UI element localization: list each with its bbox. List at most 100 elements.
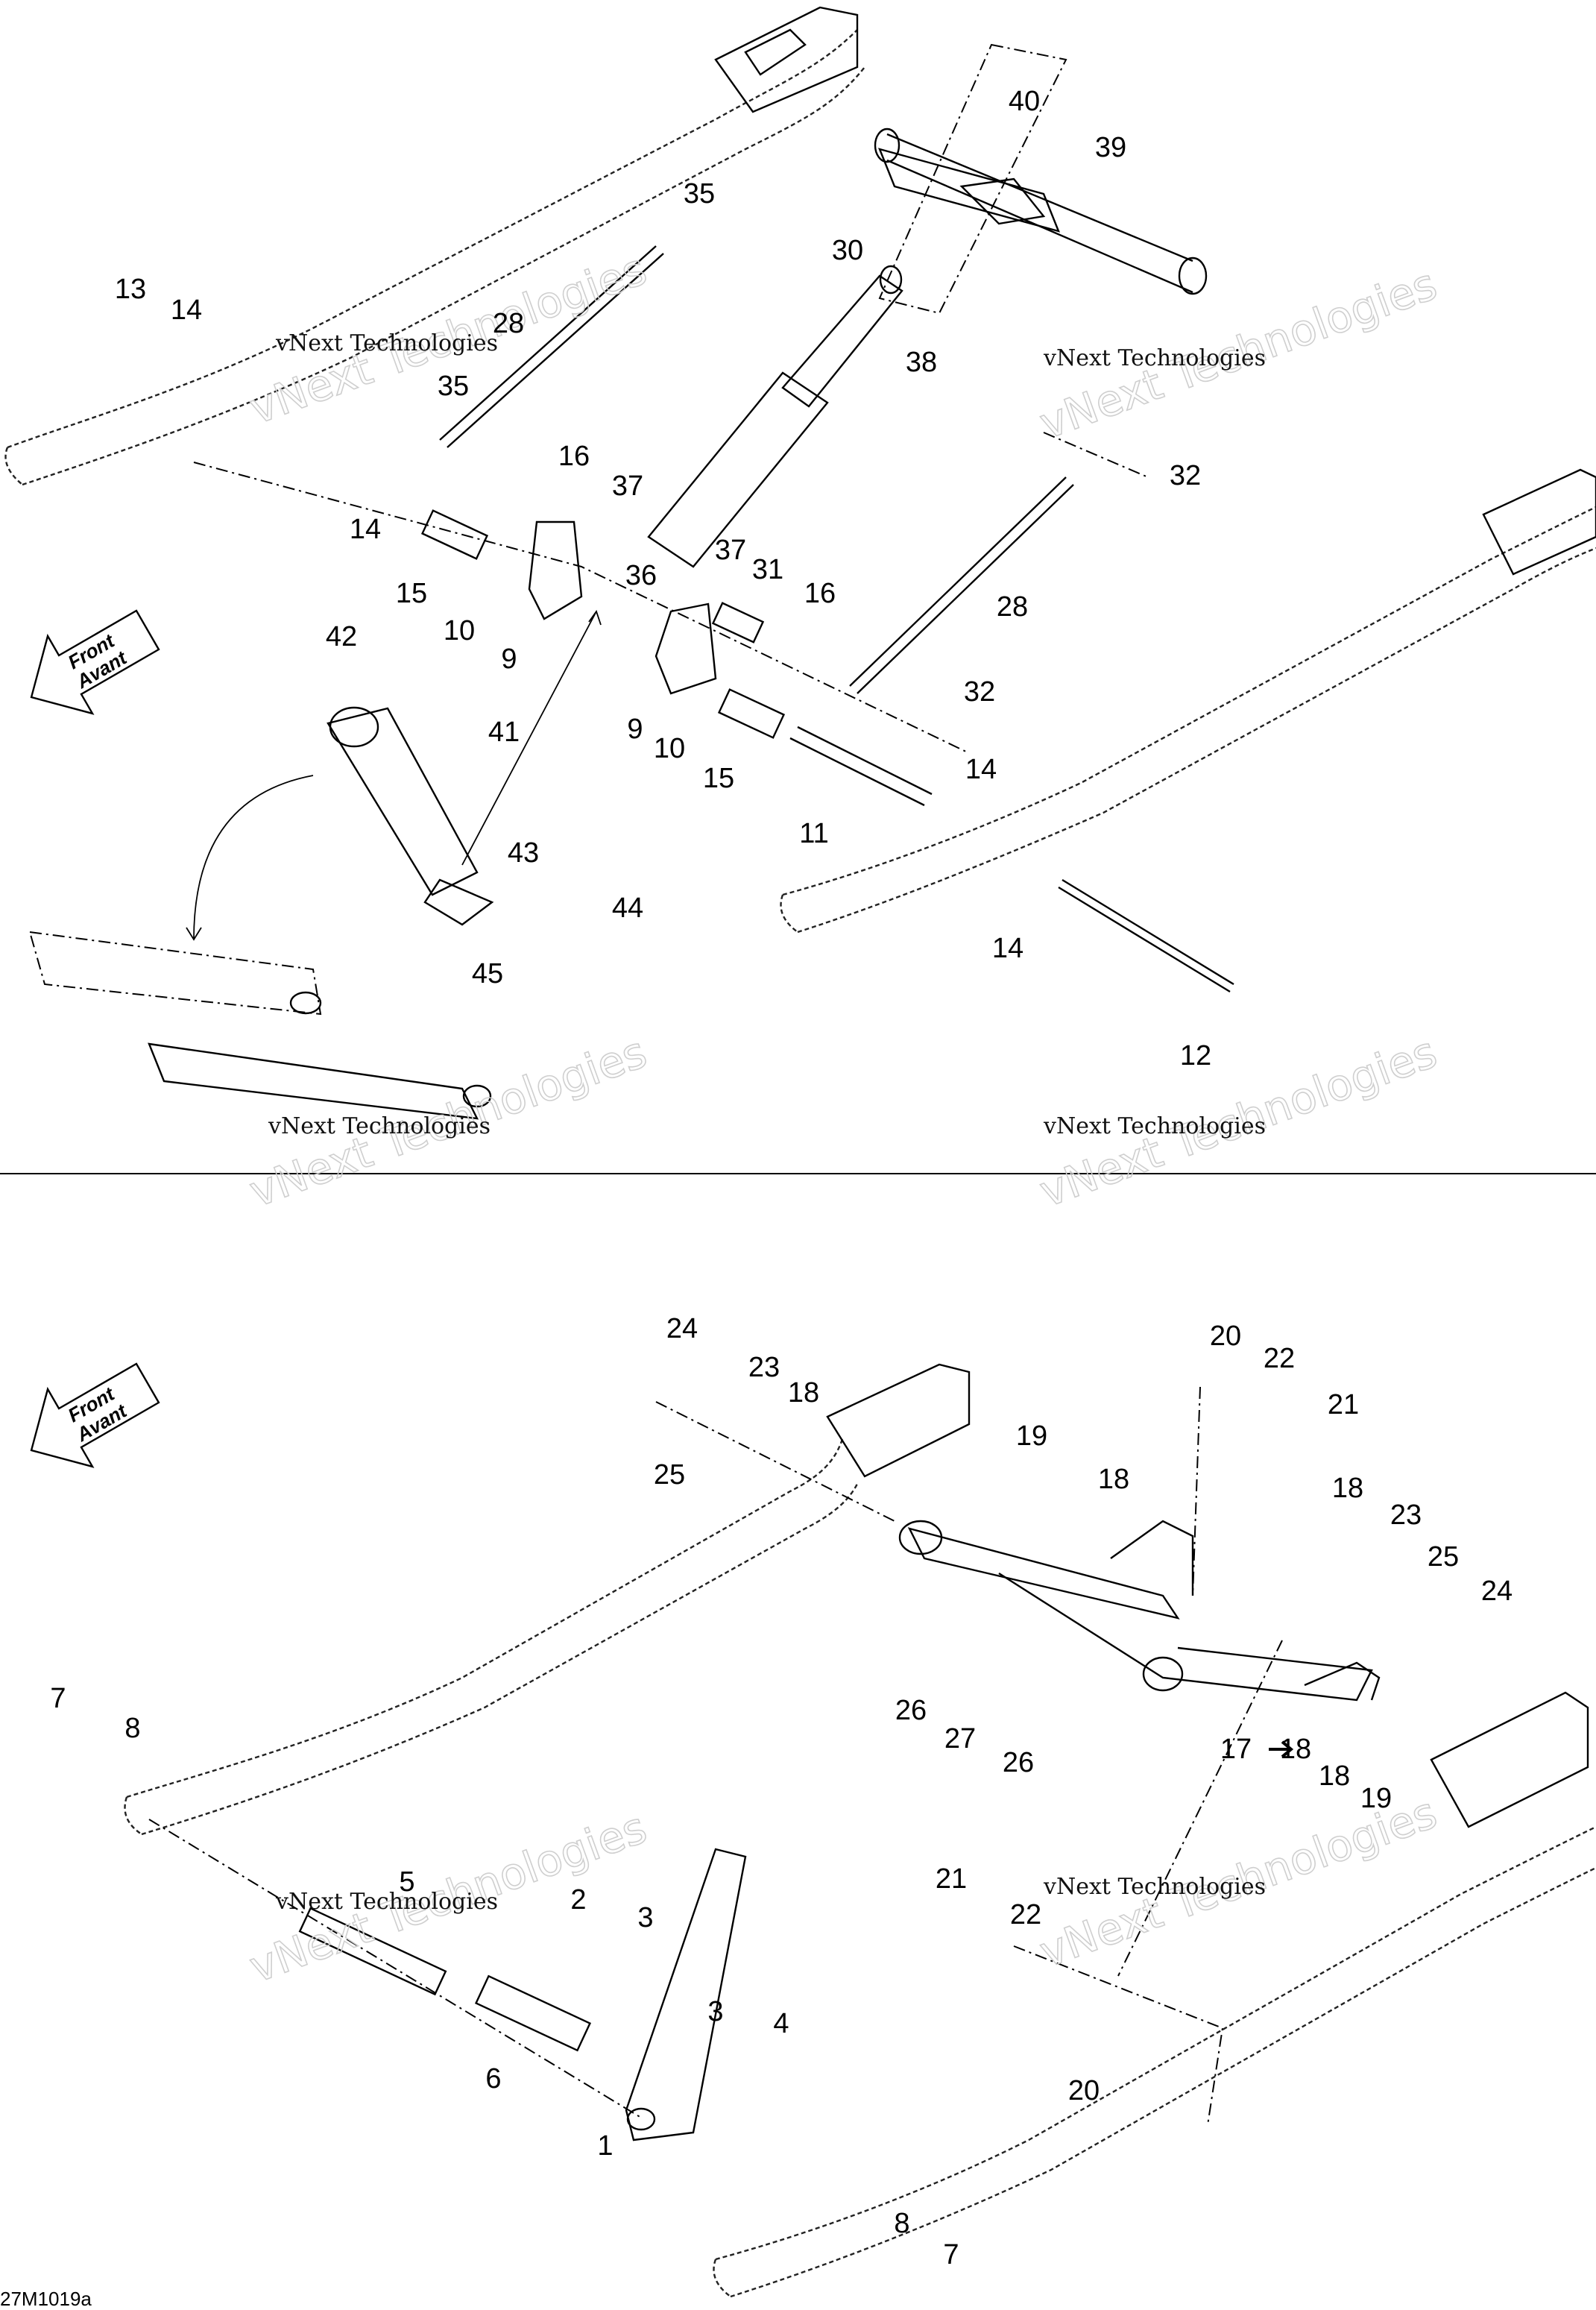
- right-rail-top: [780, 468, 1596, 934]
- callout-17: 17: [1220, 1734, 1252, 1765]
- callout-1: 1: [597, 2130, 613, 2162]
- leader-front-arrow: [461, 610, 602, 866]
- callout-32: 32: [964, 676, 995, 708]
- callout-15: 15: [703, 763, 734, 794]
- watermarks: vNext Technologies vNext Technologies vN…: [242, 243, 1444, 1993]
- callout-8: 8: [894, 2208, 909, 2239]
- callout-43: 43: [508, 837, 539, 869]
- callout-13: 13: [115, 274, 146, 305]
- left-rail-top: [4, 6, 865, 486]
- callout-19: 19: [1016, 1420, 1047, 1452]
- callout-7: 7: [943, 2239, 959, 2270]
- callout-21: 21: [936, 1863, 967, 1895]
- right-rail-bottom: [713, 1691, 1596, 2298]
- watermark-name: vNext Technologies: [268, 1113, 491, 1139]
- callout-14: 14: [965, 754, 997, 785]
- rod-28-right: [849, 476, 1074, 694]
- callout-18: 18: [1098, 1464, 1129, 1495]
- callout-23: 23: [748, 1352, 780, 1383]
- bottom-assembly: [124, 1363, 1596, 2298]
- callout-26: 26: [895, 1695, 927, 1726]
- bracket-1: [625, 1848, 747, 2141]
- callout-37: 37: [715, 535, 746, 566]
- bushing-15b: [717, 688, 786, 739]
- spacer-31: [711, 602, 765, 643]
- callout-24: 24: [666, 1313, 698, 1344]
- callout-22: 22: [1010, 1899, 1041, 1930]
- callout-5: 5: [399, 1866, 414, 1898]
- callout-14: 14: [171, 295, 202, 326]
- bracket-9b: [655, 602, 717, 695]
- callout-31: 31: [752, 554, 783, 585]
- centerline-top-1: [193, 462, 970, 754]
- callout-32: 32: [1170, 460, 1201, 491]
- callout-9: 9: [501, 643, 517, 675]
- front-arrow-top: Front Avant: [30, 609, 160, 715]
- callout-2: 2: [570, 1884, 586, 1916]
- callout-7: 7: [50, 1683, 66, 1714]
- callout-18: 18: [788, 1377, 819, 1409]
- front-arrow-bottom: Front Avant: [30, 1362, 160, 1468]
- drawing-code: 27M1019a: [0, 2288, 92, 2310]
- centerline-bottom-3: [1117, 1386, 1283, 1977]
- callout-44: 44: [612, 893, 643, 924]
- top-assembly: [4, 6, 1596, 1120]
- centerline-top-2: [1043, 432, 1149, 478]
- callout-22: 22: [1264, 1343, 1295, 1374]
- callout-3: 3: [707, 1996, 723, 2027]
- tube-5: [298, 1907, 447, 1996]
- callout-28: 28: [493, 308, 524, 339]
- callout-41: 41: [488, 717, 520, 748]
- callout-18: 18: [1319, 1760, 1350, 1792]
- centerline-bottom-4: [1013, 1945, 1224, 2126]
- callout-14: 14: [350, 514, 381, 545]
- callout-12: 12: [1180, 1040, 1211, 1071]
- rear-shock: [327, 706, 494, 926]
- watermark-name: vNext Technologies: [1043, 1874, 1266, 1900]
- watermark-name: vNext Technologies: [1043, 345, 1266, 371]
- callout-19: 19: [1360, 1783, 1392, 1814]
- bracket-9: [528, 520, 583, 620]
- callout-25: 25: [1428, 1541, 1459, 1573]
- callout-10: 10: [654, 733, 685, 764]
- left-rail-bottom: [124, 1363, 971, 1836]
- callout-45: 45: [472, 958, 503, 989]
- callout-38: 38: [906, 347, 937, 378]
- shaft-12: [1058, 878, 1234, 993]
- shock-absorber: [647, 265, 903, 568]
- callout-23: 23: [1390, 1499, 1422, 1531]
- callout-6: 6: [485, 2063, 501, 2095]
- bushing-15: [420, 509, 489, 560]
- rear-arm-top: [28, 931, 492, 1120]
- watermark-name: vNext Technologies: [1043, 1113, 1266, 1139]
- callout-16: 16: [558, 441, 590, 472]
- callout-27: 27: [944, 1723, 976, 1754]
- callout-8: 8: [124, 1713, 140, 1744]
- callout-37: 37: [612, 471, 643, 502]
- callout-36: 36: [625, 560, 657, 591]
- callout-24: 24: [1481, 1576, 1513, 1607]
- callout-30: 30: [832, 235, 863, 266]
- callout-21: 21: [1328, 1389, 1359, 1420]
- leader-shock-arrow: [186, 775, 314, 941]
- callout-26: 26: [1003, 1747, 1034, 1778]
- callout-20: 20: [1210, 1321, 1241, 1352]
- callout-16: 16: [804, 578, 836, 609]
- tube-6: [474, 1974, 592, 2052]
- watermark-name: vNext Technologies: [275, 330, 498, 356]
- callout-35: 35: [438, 371, 469, 402]
- callout-39: 39: [1095, 132, 1126, 163]
- watermark-name: vNext Technologies: [275, 1889, 498, 1915]
- callout-28: 28: [997, 591, 1028, 623]
- callout-35: 35: [684, 178, 715, 210]
- callout-4: 4: [773, 2008, 789, 2039]
- front-arm-top: [874, 43, 1208, 315]
- callout-18: 18: [1332, 1473, 1363, 1504]
- callout-14: 14: [992, 933, 1023, 964]
- callout-11: 11: [799, 818, 828, 849]
- callout-15: 15: [396, 578, 427, 609]
- callout-3: 3: [637, 1902, 653, 1933]
- callout-20: 20: [1068, 2075, 1100, 2106]
